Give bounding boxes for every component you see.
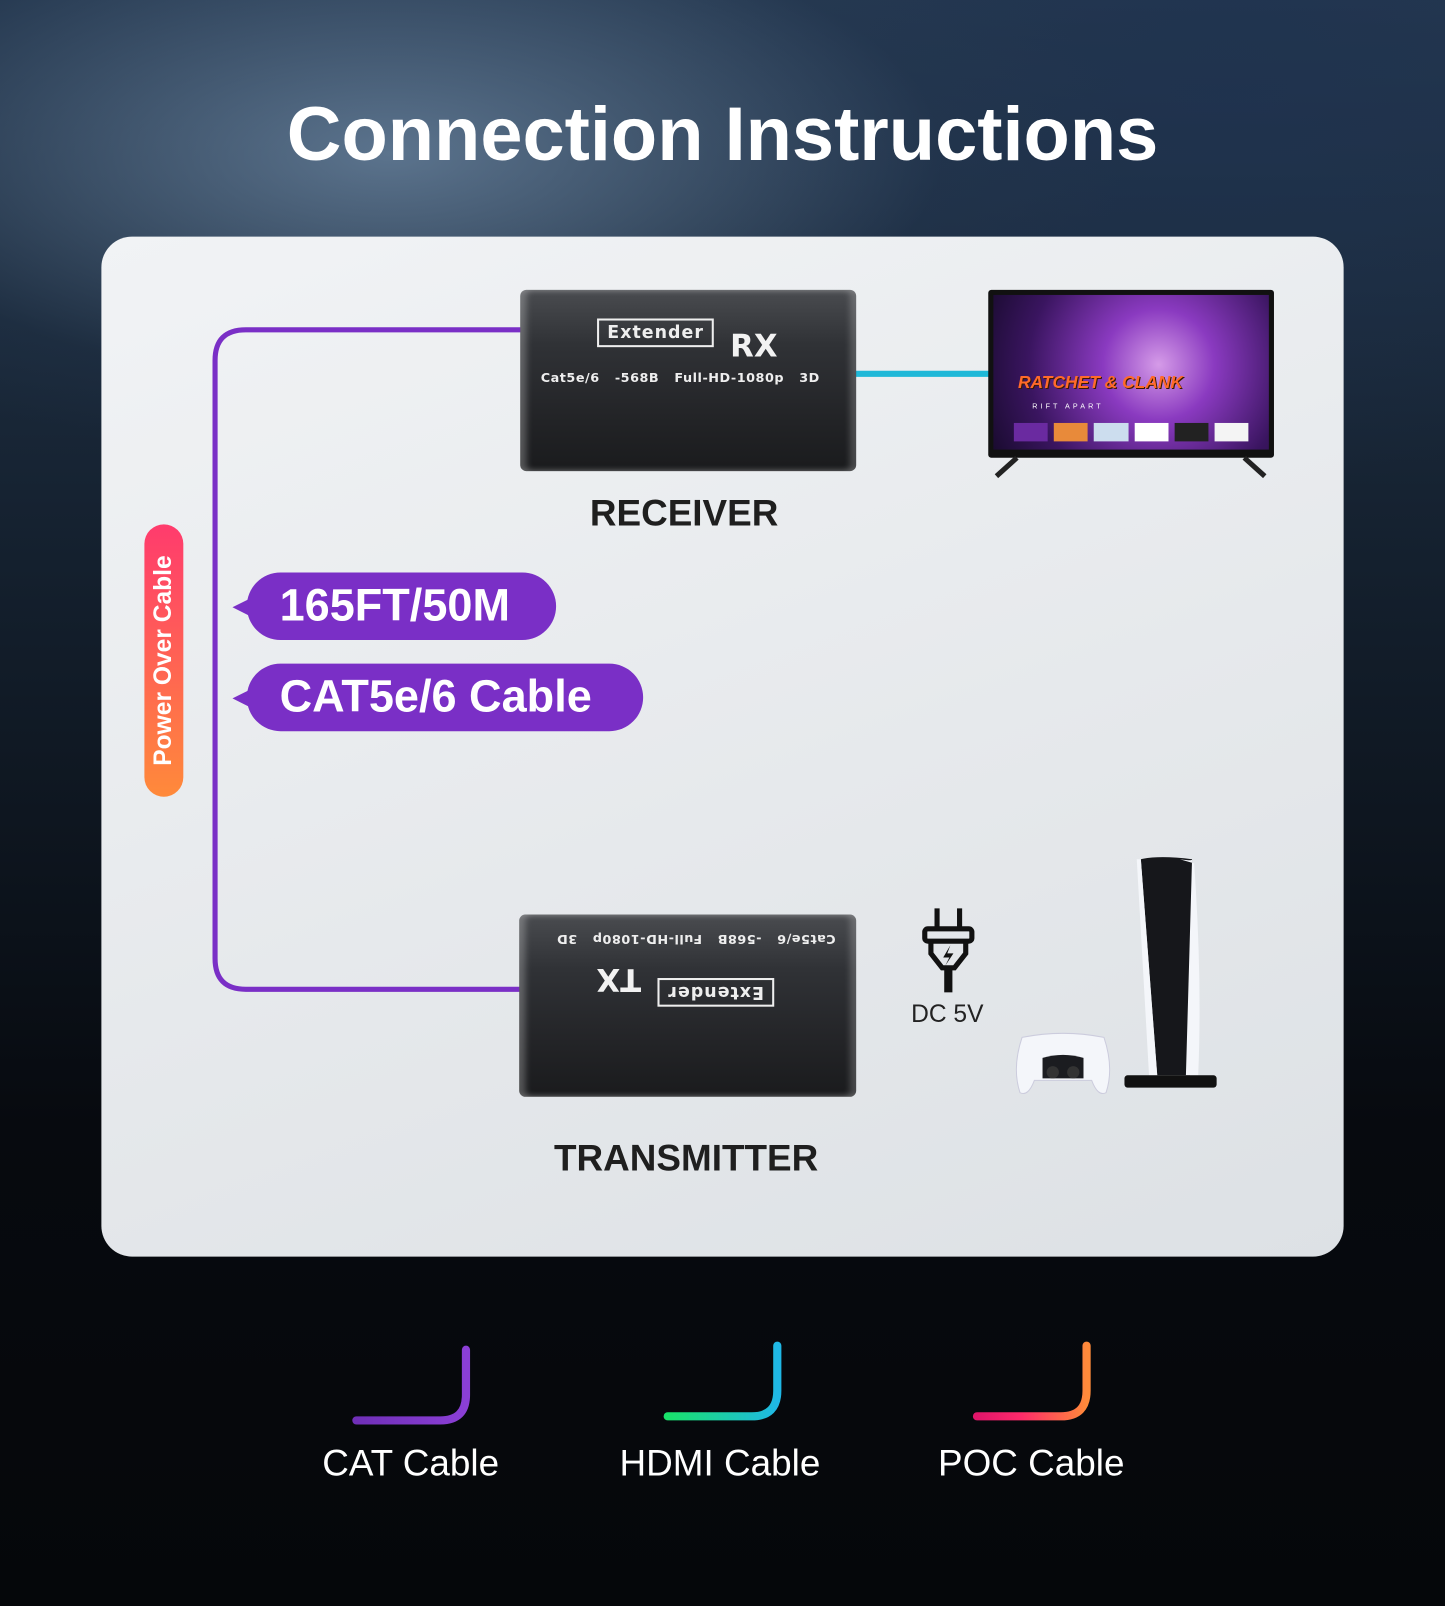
receiver-model: RX <box>730 328 778 365</box>
receiver-spec: Cat5e/6 -568B Full-HD-1080p 3D <box>540 369 820 386</box>
legend-hdmi-line <box>663 1341 782 1421</box>
ps5-console-image <box>1124 857 1217 1088</box>
page-title: Connection Instructions <box>286 91 1159 177</box>
tv-game-title: RATCHET & CLANK <box>1017 372 1184 393</box>
transmitter-label: TRANSMITTER <box>554 1136 819 1179</box>
receiver-device: Extender RX Cat5e/6 -568B Full-HD-1080p … <box>520 289 857 472</box>
receiver-label: RECEIVER <box>589 491 779 534</box>
tv-tiles <box>1013 422 1249 442</box>
distance-badge: 165FT/50M <box>232 572 557 641</box>
legend-poc-line <box>972 1341 1091 1421</box>
plug-icon <box>922 908 975 993</box>
legend-cat-label: CAT Cable <box>322 1441 500 1484</box>
tv-image: RATCHET & CLANK RIFT APART <box>988 289 1274 458</box>
transmitter-device: Extender TX Cat5e/6 -568B Full-HD-1080p … <box>519 914 857 1097</box>
power-over-cable-badge: Power Over Cable <box>144 524 184 797</box>
transmitter-model: TX <box>596 960 642 997</box>
transmitter-brand: Extender <box>657 978 775 1007</box>
receiver-brand: Extender <box>597 318 715 348</box>
tv-game-subtitle: RIFT APART <box>1032 403 1104 411</box>
legend-hdmi-label: HDMI Cable <box>619 1441 821 1484</box>
controller-image <box>1015 1032 1111 1094</box>
legend-poc-label: POC Cable <box>938 1441 1125 1484</box>
cat-cable-line <box>212 327 525 992</box>
legend-cat-line <box>352 1345 471 1425</box>
tv-stand <box>994 455 1267 479</box>
transmitter-spec: Cat5e/6 -568B Full-HD-1080p 3D <box>556 931 836 948</box>
dc-power-label: DC 5V <box>911 1000 984 1029</box>
cable-type-badge: CAT5e/6 Cable <box>232 663 644 732</box>
